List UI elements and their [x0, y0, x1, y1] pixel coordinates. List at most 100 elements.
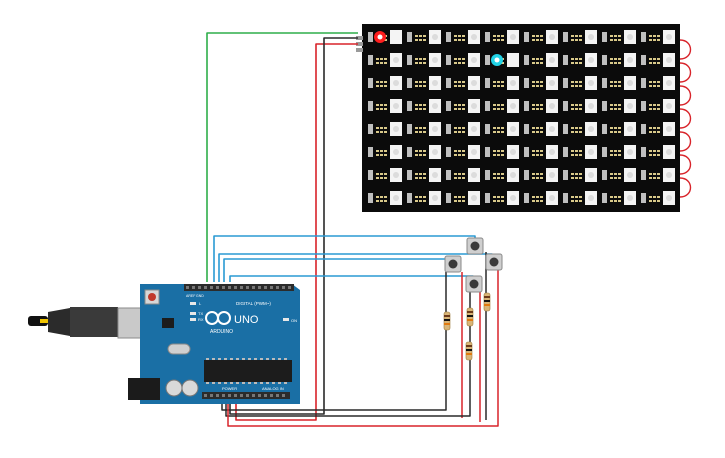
matrix-input-connector[interactable]	[356, 36, 363, 52]
led-pixel	[641, 191, 675, 205]
pushbutton-4[interactable]	[465, 275, 483, 293]
led-pixel	[563, 191, 597, 205]
led-pixel	[446, 191, 480, 205]
header-pin[interactable]	[240, 394, 243, 397]
led-pixel	[368, 76, 402, 90]
header-pin[interactable]	[234, 394, 237, 397]
led-pixel	[368, 191, 402, 205]
header-pin[interactable]	[240, 286, 243, 289]
led-pixel	[485, 191, 519, 205]
chip-pin	[254, 382, 257, 384]
header-pin[interactable]	[252, 394, 255, 397]
power-jack	[128, 378, 160, 400]
chip-pin	[230, 358, 233, 360]
led-pixel	[407, 53, 441, 67]
header-pin[interactable]	[228, 286, 231, 289]
header-pin[interactable]	[222, 286, 225, 289]
header-pin[interactable]	[234, 286, 237, 289]
aref-label: AREF	[186, 294, 195, 298]
led-pixel	[485, 99, 519, 113]
led-pixel	[485, 53, 519, 67]
header-pin[interactable]	[264, 394, 267, 397]
wire-btn-rail-f[interactable]	[227, 268, 499, 427]
header-pin[interactable]	[210, 394, 213, 397]
chip-pin	[266, 358, 269, 360]
led-pixel	[446, 30, 480, 44]
header-pin[interactable]	[270, 286, 273, 289]
header-pin[interactable]	[282, 394, 285, 397]
led-pixel	[368, 122, 402, 136]
chip-pin	[260, 358, 263, 360]
led-pixel	[407, 191, 441, 205]
header-pin[interactable]	[252, 286, 255, 289]
resistor-4[interactable]	[465, 341, 473, 361]
header-pin[interactable]	[222, 394, 225, 397]
led-pixel	[485, 30, 519, 44]
header-pin[interactable]	[204, 394, 207, 397]
header-pin[interactable]	[288, 286, 291, 289]
wire-gnd-matrix[interactable]	[229, 37, 358, 415]
led-pixel	[368, 145, 402, 159]
led-pixel	[407, 145, 441, 159]
chip-pin	[236, 382, 239, 384]
led-pixel	[407, 168, 441, 182]
header-pin[interactable]	[270, 394, 273, 397]
chip-pin	[218, 358, 221, 360]
chip-pin	[206, 358, 209, 360]
usb-cable	[28, 307, 118, 337]
resistor-2[interactable]	[483, 292, 491, 312]
chip-pin	[224, 382, 227, 384]
header-pin[interactable]	[276, 286, 279, 289]
led-pixel	[641, 122, 675, 136]
header-pin[interactable]	[198, 286, 201, 289]
resistor-1[interactable]	[443, 311, 451, 331]
chip-pin	[224, 358, 227, 360]
led-matrix-board	[362, 24, 680, 212]
led-pixel	[641, 53, 675, 67]
pushbutton-1[interactable]	[466, 237, 484, 255]
header-pin[interactable]	[216, 286, 219, 289]
header-pin[interactable]	[204, 286, 207, 289]
header-pin[interactable]	[276, 394, 279, 397]
led-pixel	[368, 99, 402, 113]
capacitor-1	[165, 379, 183, 397]
led-pixel	[485, 145, 519, 159]
led-pixel	[485, 122, 519, 136]
resistor-3[interactable]	[466, 307, 474, 327]
led-pixel	[563, 122, 597, 136]
led-pixel	[524, 76, 558, 90]
chip-pin	[284, 358, 287, 360]
arduino-uno[interactable]: ARDUINO UNO L TX RX ON DIGITAL (PWM~) PO…	[28, 284, 300, 404]
wire-button-4[interactable]	[229, 275, 474, 282]
led-pixel	[524, 122, 558, 136]
wire-button-3[interactable]	[223, 258, 453, 282]
serpentine-link	[679, 108, 692, 129]
header-pin[interactable]	[216, 394, 219, 397]
led-matrix[interactable]	[356, 24, 680, 212]
header-pin[interactable]	[258, 286, 261, 289]
header-pin[interactable]	[264, 286, 267, 289]
header-pin[interactable]	[186, 286, 189, 289]
header-pin[interactable]	[210, 286, 213, 289]
serpentine-link	[679, 62, 692, 83]
header-pin[interactable]	[246, 394, 249, 397]
pushbutton-3[interactable]	[485, 253, 503, 271]
led-pixel	[446, 99, 480, 113]
chip-pin	[242, 358, 245, 360]
chip-pin	[212, 382, 215, 384]
header-pin[interactable]	[282, 286, 285, 289]
power-header-pins	[204, 394, 285, 397]
header-pin[interactable]	[246, 286, 249, 289]
digital-header[interactable]	[184, 284, 294, 291]
wire-data-green[interactable]	[206, 32, 358, 282]
led-pixel	[524, 168, 558, 182]
gnd-label: GND	[196, 294, 204, 298]
header-pin[interactable]	[228, 394, 231, 397]
led-pixel	[641, 30, 675, 44]
header-pin[interactable]	[192, 286, 195, 289]
chip-pin	[278, 382, 281, 384]
led-tx-label: TX	[198, 311, 203, 316]
header-pin[interactable]	[258, 394, 261, 397]
pushbutton-2[interactable]	[444, 255, 462, 273]
